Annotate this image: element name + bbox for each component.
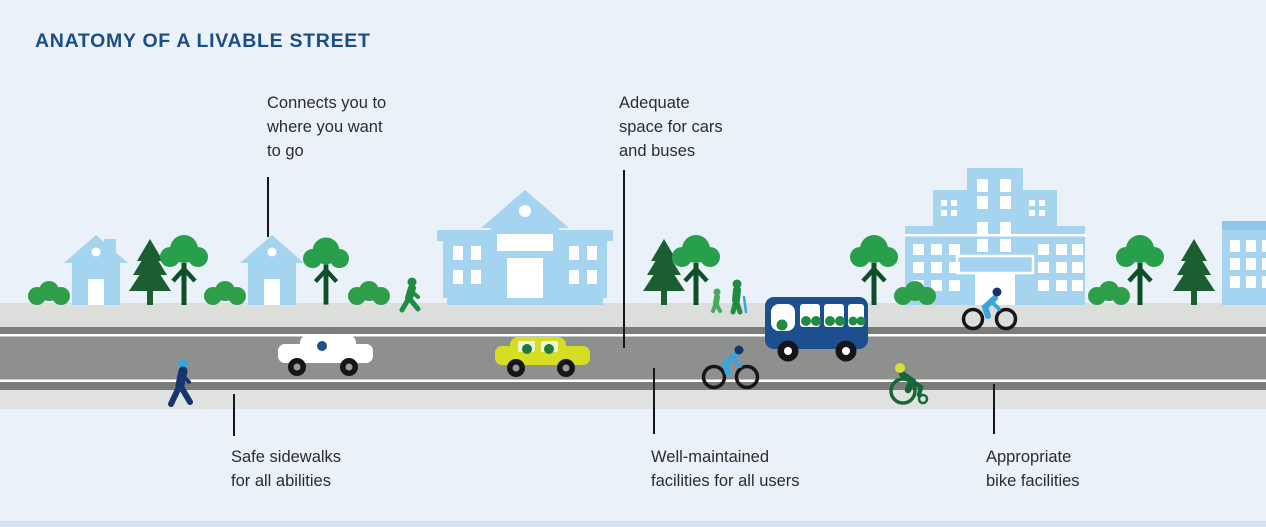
callout-sidewalks: Safe sidewalks for all abilities [231, 448, 342, 490]
corner-building-icon [1222, 221, 1266, 305]
wheelchair-racer-icon [889, 363, 929, 405]
driver-head [317, 341, 327, 351]
pedestrian-icon [399, 277, 421, 313]
tree-icon [850, 235, 898, 305]
bush-icon [28, 281, 70, 305]
leader-line-facilities [653, 368, 655, 434]
house-icon [240, 235, 304, 305]
bike-lane-strip [0, 382, 1266, 390]
street-cross-section [0, 303, 1266, 409]
leader-line-connects [267, 177, 269, 237]
page-title: ANATOMY OF A LIVABLE STREET [35, 30, 371, 52]
road-surface [0, 336, 1266, 380]
leader-line-space [623, 170, 625, 348]
bush-icon [204, 281, 246, 305]
pedestrian-crossing-icon [168, 359, 193, 407]
yellow-car-icon [495, 337, 590, 377]
sidewalk-bottom [0, 390, 1266, 409]
footer-band [0, 521, 1266, 527]
leader-line-bike [993, 384, 995, 434]
tree-icon [303, 237, 349, 304]
bush-icon [348, 281, 390, 305]
callout-facilities: Well-maintained facilities for all users [651, 448, 800, 490]
cyclist-icon [701, 345, 760, 390]
callout-bike: Appropriate bike facilities [986, 448, 1080, 490]
white-car-icon [278, 335, 373, 376]
civic-building-icon [905, 168, 1085, 305]
helmet [895, 363, 905, 373]
callout-space: Adequate space for cars and buses [619, 94, 723, 160]
driver-head [776, 319, 788, 331]
adult-and-child-icon [711, 279, 748, 315]
leader-line-sidewalks [233, 394, 235, 436]
bus-icon [765, 297, 868, 362]
cane-icon [742, 295, 748, 314]
sidewalk-top [0, 303, 1266, 327]
tree-icon [672, 235, 720, 305]
pine-tree-icon [1173, 239, 1215, 305]
bush-icon [1088, 281, 1130, 305]
road-line-top [0, 334, 1266, 337]
road-edge-top [0, 327, 1266, 334]
tree-icon [160, 235, 208, 305]
school-building-icon [437, 190, 613, 305]
house-icon [64, 235, 128, 305]
road-line-bottom [0, 379, 1266, 382]
cyclist-icon [961, 287, 1018, 331]
callout-connects: Connects you to where you want to go [267, 94, 387, 160]
